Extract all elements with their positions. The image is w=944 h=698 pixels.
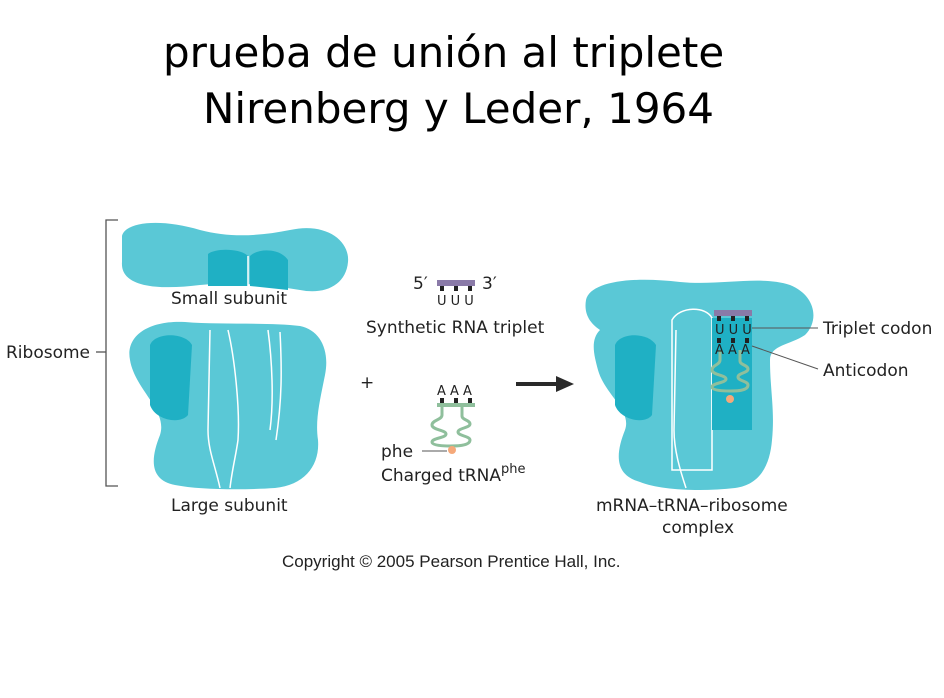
- mrna-triplet-bar: [437, 280, 475, 286]
- trna-anticodon-arm: [437, 403, 475, 407]
- synthetic-triplet-label: Synthetic RNA triplet: [366, 318, 545, 338]
- small-subunit-label: Small subunit: [171, 289, 287, 309]
- amino-acid-icon: [448, 446, 456, 454]
- trna-body-icon: [430, 407, 472, 448]
- large-subunit-label: Large subunit: [171, 496, 288, 516]
- ribosome-bracket: [96, 219, 118, 487]
- large-subunit: [129, 321, 327, 490]
- triplet-codon-label: Triplet codon: [822, 319, 932, 339]
- three-prime-label: 3′: [482, 274, 497, 294]
- complex-label-line-2: complex: [662, 518, 734, 538]
- anticodon-ticks: [440, 398, 472, 403]
- charged-trna-label: Charged tRNAphe: [381, 462, 526, 486]
- complex-label-line-1: mRNA–tRNA–ribosome: [596, 496, 788, 516]
- codon-bases: U U U: [437, 294, 474, 309]
- anticodon-bases: A A A: [437, 384, 472, 399]
- reaction-arrow-icon: [516, 376, 574, 392]
- complex-mrna-bar: [714, 310, 752, 316]
- title-line-2: Nirenberg y Leder, 1964: [203, 84, 714, 133]
- phe-label: phe: [381, 442, 413, 462]
- plus-sign: +: [360, 373, 374, 393]
- five-prime-label: 5′: [413, 274, 428, 294]
- small-subunit: [121, 222, 349, 292]
- copyright-text: Copyright © 2005 Pearson Prentice Hall, …: [282, 552, 621, 571]
- codon-ticks: [440, 286, 472, 291]
- anticodon-leader: [751, 345, 819, 370]
- complex-anticodon-bases: A A A: [715, 343, 750, 358]
- ribosome-complex: [585, 279, 814, 490]
- title-line-1: prueba de unión al triplete: [163, 28, 725, 77]
- complex-codon-bases: U U U: [715, 323, 752, 338]
- ribosome-label: Ribosome: [6, 343, 90, 363]
- anticodon-label: Anticodon: [823, 361, 909, 381]
